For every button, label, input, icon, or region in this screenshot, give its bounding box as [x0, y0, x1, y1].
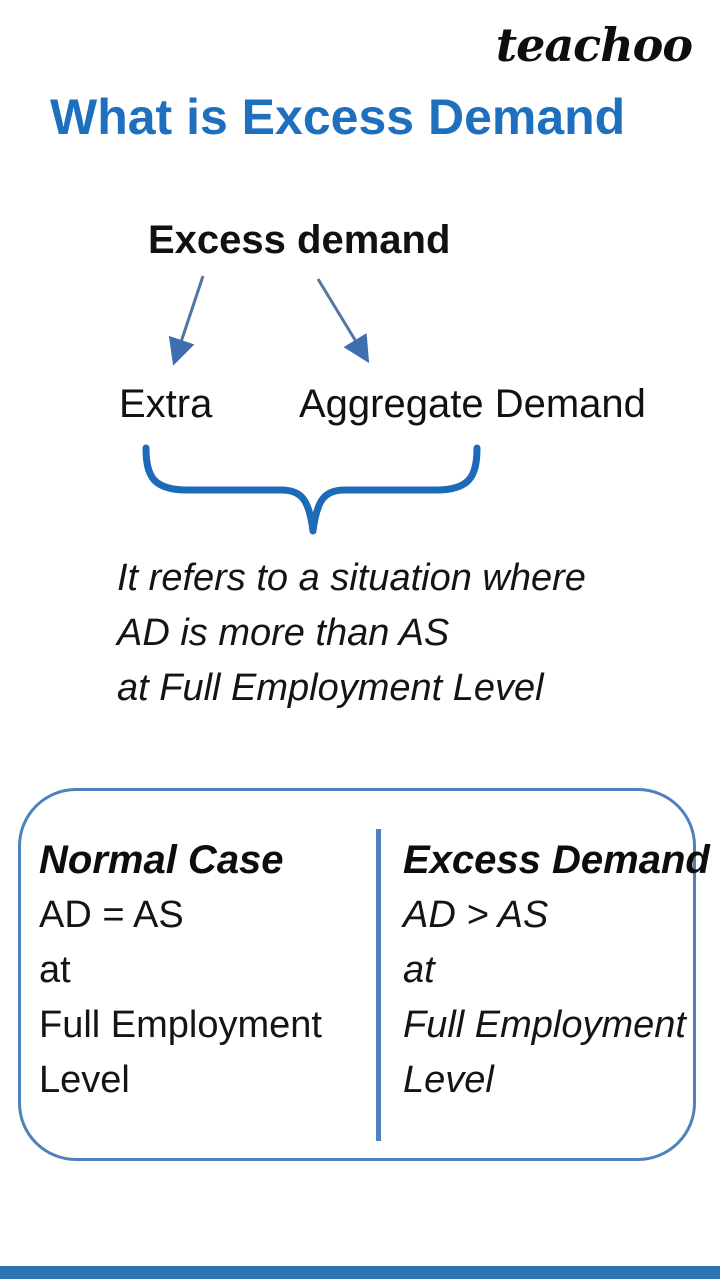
page-title: What is Excess Demand — [50, 89, 626, 145]
term-excess-demand: Excess demand — [148, 218, 451, 262]
excess-demand-line: Level — [403, 1059, 494, 1101]
definition-text: It refers to a situation where AD is mor… — [117, 551, 586, 716]
excess-demand-heading: Excess Demand — [403, 838, 710, 882]
footer-bar — [0, 1266, 720, 1279]
excess-demand-column: Excess Demand AD > AS at Full Employment… — [403, 833, 710, 1108]
left-arrow — [168, 275, 205, 366]
curly-brace — [142, 444, 481, 535]
normal-case-line: at — [39, 949, 71, 991]
normal-case-line: Level — [39, 1059, 130, 1101]
column-divider — [376, 829, 381, 1141]
definition-line: at Full Employment Level — [117, 667, 544, 709]
normal-case-heading: Normal Case — [39, 838, 284, 882]
right-arrow — [316, 278, 370, 364]
definition-line: AD is more than AS — [117, 612, 450, 654]
definition-line: It refers to a situation where — [117, 557, 586, 599]
excess-demand-line: at — [403, 949, 435, 991]
term-extra: Extra — [119, 382, 213, 426]
comparison-box: Normal Case AD = AS at Full Employment L… — [18, 788, 710, 1161]
normal-case-line: Full Employment — [39, 1004, 322, 1046]
term-aggregate-demand: Aggregate Demand — [299, 382, 646, 426]
teachoo-logo: teachoo — [495, 18, 693, 72]
excess-demand-line: Full Employment — [403, 1004, 686, 1046]
normal-case-line: AD = AS — [39, 894, 184, 936]
normal-case-column: Normal Case AD = AS at Full Employment L… — [39, 833, 369, 1108]
excess-demand-line: AD > AS — [403, 894, 549, 936]
